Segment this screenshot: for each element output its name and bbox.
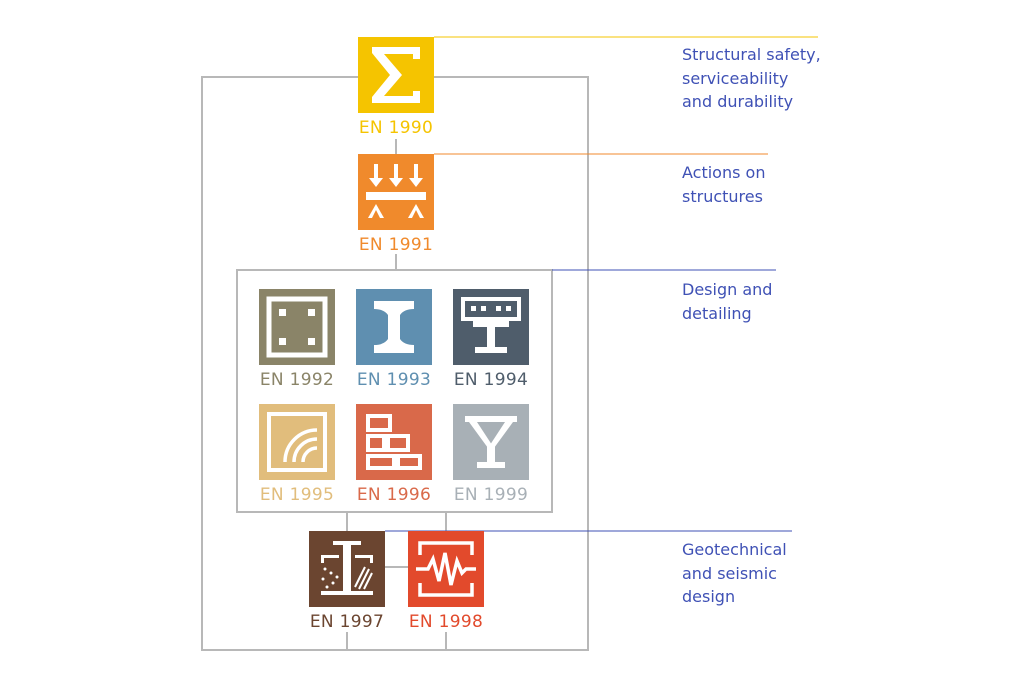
pile-soil-icon bbox=[309, 531, 385, 607]
desc-actions: Actions on structures bbox=[682, 163, 766, 206]
tile-en1993 bbox=[356, 289, 432, 365]
tile-en1997 bbox=[309, 531, 385, 607]
seismic-wave-icon bbox=[408, 531, 484, 607]
tile-en1994 bbox=[453, 289, 529, 365]
code-en1999: EN 1999 bbox=[453, 485, 529, 505]
composite-beam-icon bbox=[453, 289, 529, 365]
code-en1996: EN 1996 bbox=[356, 485, 432, 505]
code-en1990: EN 1990 bbox=[358, 118, 434, 138]
code-en1991: EN 1991 bbox=[358, 235, 434, 255]
desc-design: Design and detailing bbox=[682, 280, 773, 323]
code-en1997: EN 1997 bbox=[309, 612, 385, 632]
desc-safety: Structural safety, serviceability and du… bbox=[682, 45, 821, 111]
tile-en1996 bbox=[356, 404, 432, 480]
tile-en1999 bbox=[453, 404, 529, 480]
design-frame bbox=[236, 269, 553, 513]
loads-arrows-icon bbox=[358, 154, 434, 230]
tile-en1990 bbox=[358, 37, 434, 113]
desc-geo: Geotechnical and seismic design bbox=[682, 540, 787, 606]
code-en1998: EN 1998 bbox=[408, 612, 484, 632]
tile-en1998 bbox=[408, 531, 484, 607]
timber-rings-icon bbox=[259, 404, 335, 480]
aluminium-section-icon bbox=[453, 404, 529, 480]
code-en1994: EN 1994 bbox=[453, 370, 529, 390]
code-en1995: EN 1995 bbox=[259, 485, 335, 505]
code-en1992: EN 1992 bbox=[259, 370, 335, 390]
concrete-section-icon bbox=[259, 289, 335, 365]
masonry-bricks-icon bbox=[356, 404, 432, 480]
steel-i-beam-icon bbox=[356, 289, 432, 365]
tile-en1995 bbox=[259, 404, 335, 480]
sigma-icon bbox=[358, 37, 434, 113]
tile-en1991 bbox=[358, 154, 434, 230]
code-en1993: EN 1993 bbox=[356, 370, 432, 390]
tile-en1992 bbox=[259, 289, 335, 365]
